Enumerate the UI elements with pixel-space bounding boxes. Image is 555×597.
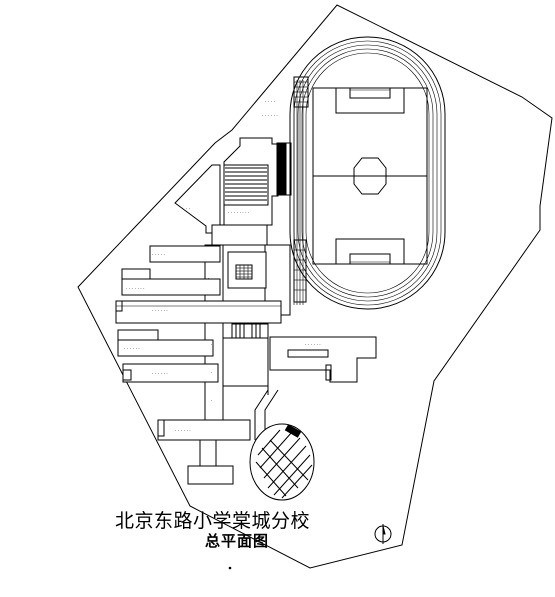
svg-text:·: · bbox=[211, 343, 212, 348]
svg-text:· ·: · · bbox=[186, 207, 190, 212]
svg-text:· · · · · ·: · · · · · · bbox=[262, 114, 278, 119]
svg-text:· · · · · · · ·: · · · · · · · · bbox=[228, 211, 249, 216]
classroom-wing-3: · · · · · · bbox=[117, 329, 214, 357]
svg-text:· · · · · ·: · · · · · · bbox=[175, 429, 191, 434]
drawing-subtitle: 总平面图 bbox=[205, 532, 269, 550]
drawing-title: 北京东路小学棠城分校 bbox=[115, 510, 310, 532]
svg-text:·: · bbox=[211, 371, 212, 376]
svg-text:· · · · ·: · · · · · bbox=[152, 253, 165, 258]
svg-text:·: · bbox=[211, 399, 212, 404]
north-arrow-icon bbox=[374, 524, 392, 544]
oval-building bbox=[249, 423, 315, 501]
svg-text:· · · · · ·: · · · · · · bbox=[152, 309, 168, 314]
west-annex: · · bbox=[174, 164, 221, 234]
svg-text:· · · ·: · · · · bbox=[265, 100, 275, 105]
gate-block bbox=[187, 439, 234, 485]
svg-text:· · · · · ·: · · · · · · bbox=[124, 347, 140, 352]
connector-walkway bbox=[254, 389, 279, 440]
football-pitch bbox=[312, 87, 428, 265]
east-building: · · · · · · bbox=[269, 336, 377, 383]
svg-text:·: · bbox=[208, 277, 209, 282]
classroom-wing-2: · · · · · · bbox=[115, 300, 282, 324]
stands bbox=[293, 76, 309, 303]
classroom-wing-1: · · · · · · · · · · · · bbox=[121, 245, 221, 296]
svg-text:· · · · · · ·: · · · · · · · bbox=[126, 287, 145, 292]
svg-text:· · · · · ·: · · · · · · bbox=[305, 343, 321, 348]
classroom-wing-4: · · · · · · bbox=[122, 363, 219, 383]
svg-text:· · · · · ·: · · · · · · bbox=[152, 372, 168, 377]
site-boundary bbox=[77, 4, 553, 569]
auditorium: · · · · · · · · bbox=[223, 137, 292, 226]
running-track bbox=[289, 36, 446, 310]
south-classroom-block: · · · · · · bbox=[157, 419, 251, 441]
